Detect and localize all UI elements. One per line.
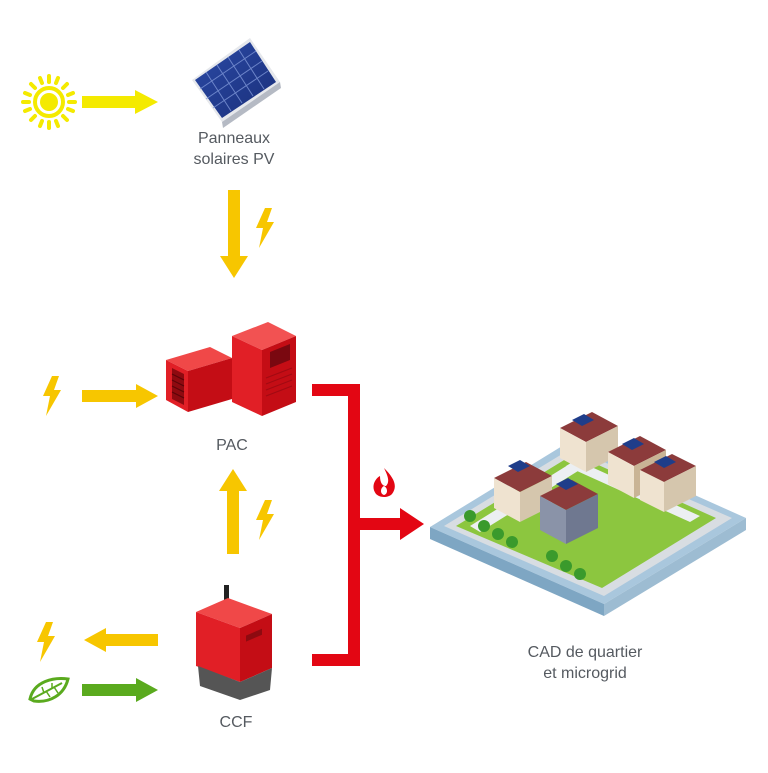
ccf-label: CCF [204, 712, 268, 733]
leaf-icon [28, 677, 70, 703]
biomass-to-ccf-arrow [82, 678, 158, 702]
district-label-line2: et microgrid [543, 665, 627, 682]
ccf-to-grid-arrow [84, 628, 158, 652]
ccf-to-pac-arrow [219, 469, 247, 554]
solar-panel-icon [192, 38, 281, 128]
pv-label: Panneaux solaires PV [172, 128, 296, 170]
sun-icon [21, 74, 77, 130]
pv-label-line2: solaires PV [193, 151, 275, 168]
heat-network [312, 384, 424, 666]
district-icon [430, 412, 746, 616]
pv-label-line1: Panneaux [197, 130, 271, 147]
lightning-icon [256, 208, 274, 248]
heat-pump-icon [166, 322, 296, 416]
grid-to-pac-arrow [82, 384, 158, 408]
district-label: CAD de quartier et microgrid [500, 642, 670, 684]
lightning-icon [43, 376, 61, 416]
lightning-icon [256, 500, 274, 540]
sun-to-pv-arrow [82, 90, 158, 114]
district-label-line1: CAD de quartier [527, 644, 643, 661]
lightning-icon [37, 622, 55, 662]
pac-label: PAC [200, 435, 264, 456]
chp-unit-icon [196, 585, 272, 700]
flame-icon [373, 468, 395, 497]
pv-to-pac-arrow [220, 190, 248, 278]
pac-label-text: PAC [216, 437, 248, 454]
ccf-label-text: CCF [219, 714, 253, 731]
